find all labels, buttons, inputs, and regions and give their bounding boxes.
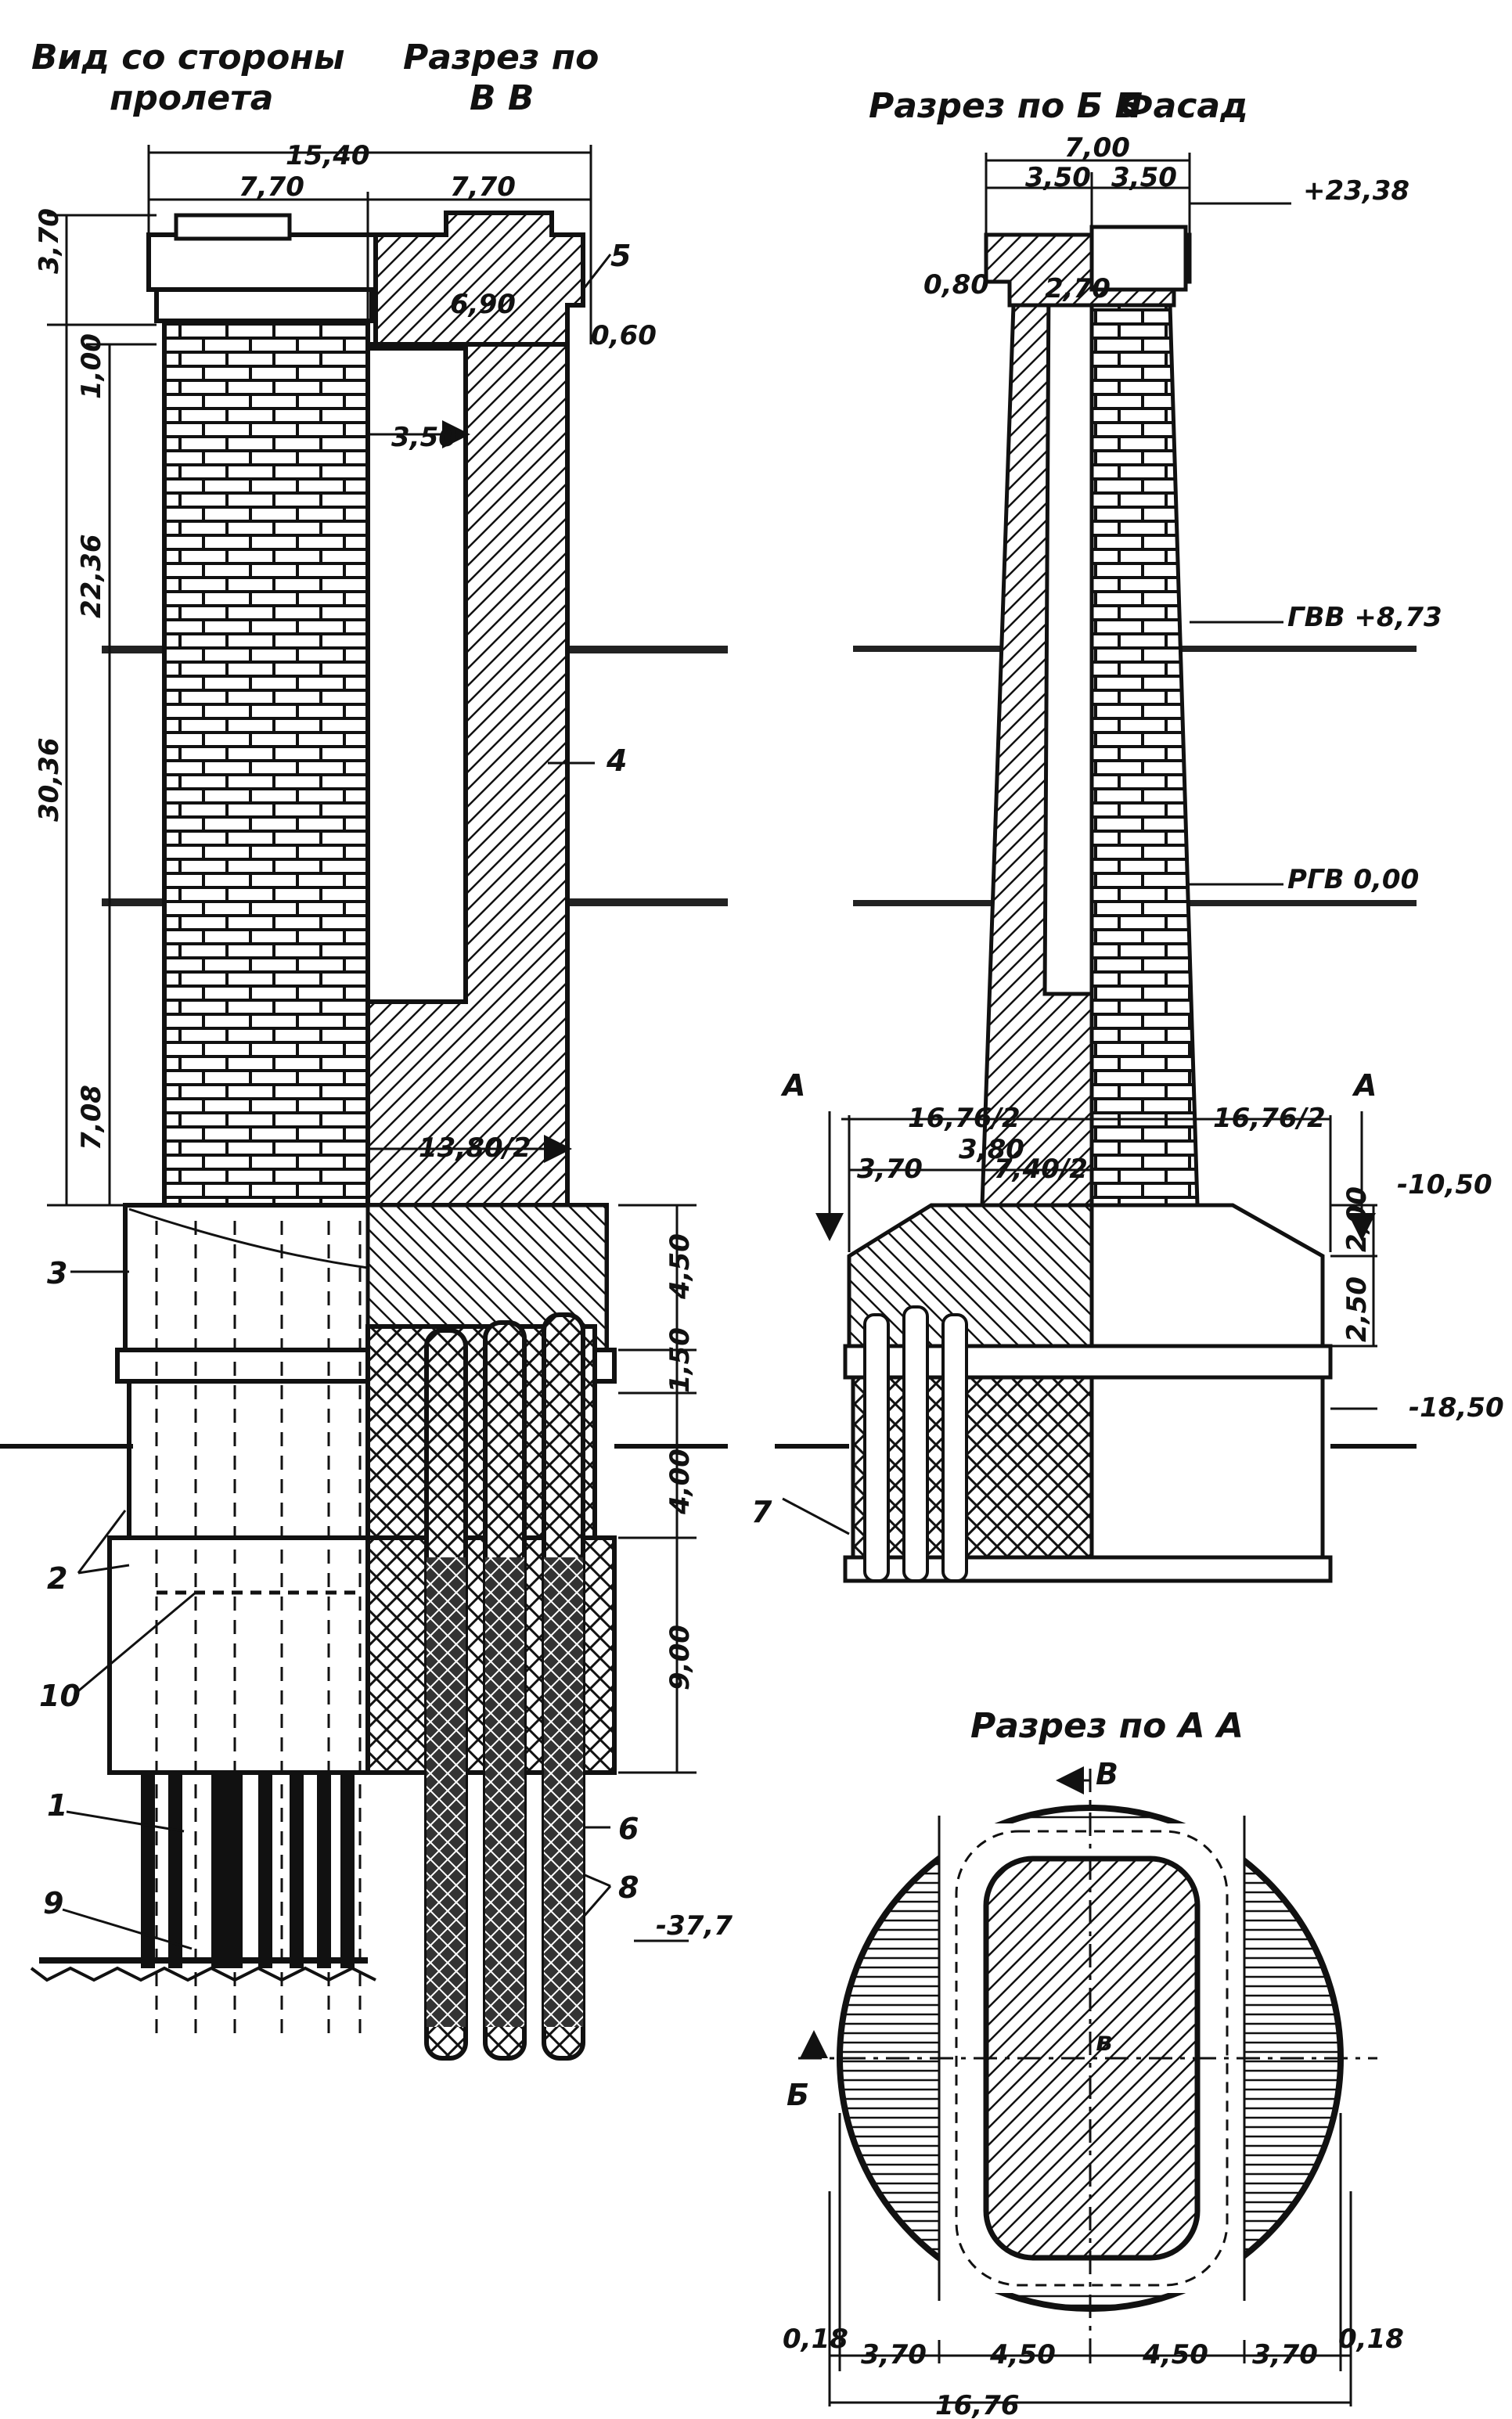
- callout-5: 5: [610, 239, 631, 273]
- elev-lwl: РГВ 0,00: [1287, 864, 1419, 895]
- plan-mark-small: в: [1096, 2026, 1113, 2057]
- title-section-vv: Разрез по: [403, 38, 599, 77]
- facade-w380: 3,80: [959, 1134, 1024, 1165]
- facade-caisson-top-elev: [1089, 1203, 1325, 1348]
- pier-cap-left-lower: [154, 287, 374, 323]
- pier-cap-left: [146, 232, 382, 292]
- callout-8: 8: [618, 1870, 639, 1905]
- facade-piles: [863, 1305, 968, 1582]
- dim-cap-overhang: 0,60: [591, 320, 657, 351]
- left-dim-lines: [47, 145, 697, 1942]
- section-mark-a-right: А: [1352, 1068, 1377, 1103]
- left-elevation-section: 15,40 7,70 7,70 6,90 0,60 3,50 13,80/2 3…: [0, 140, 733, 2061]
- callout-7: 7: [751, 1495, 772, 1529]
- title-side-view-2: пролета: [110, 78, 273, 118]
- facade-h250: 2,50: [1341, 1276, 1373, 1342]
- plan-dim-370-left: 3,70: [861, 2339, 927, 2370]
- left-leaders: [62, 254, 612, 1950]
- elev-1050: -10,50: [1397, 1169, 1492, 1201]
- plan-mark-b: В: [1096, 1757, 1118, 1791]
- facade-w370: 3,70: [857, 1154, 923, 1185]
- dim-caisson-900: 9,00: [664, 1625, 696, 1690]
- dim-cap-height: 3,70: [34, 208, 65, 274]
- dim-opening-width: 3,50: [391, 422, 457, 453]
- plan-mark-b2: Б: [787, 2078, 809, 2112]
- bearing-block: [174, 213, 292, 241]
- dim-top-total: 15,40: [286, 140, 370, 171]
- facade-hollow: [1042, 279, 1094, 996]
- section-mark-a-left: А: [780, 1068, 805, 1103]
- dim-caisson-450: 4,50: [664, 1233, 696, 1300]
- elev-1850: -18,50: [1409, 1392, 1504, 1424]
- dim-top-left: 7,70: [239, 171, 304, 203]
- facade-w740: 7,40/2: [994, 1154, 1088, 1185]
- dim-caisson-400: 4,00: [664, 1449, 696, 1515]
- title-section-aa: Разрез по А А: [970, 1706, 1244, 1746]
- dim-caisson-150: 1,50: [664, 1327, 696, 1393]
- facade-dim-right: 3,50: [1111, 162, 1177, 193]
- title-section-bb: Разрез по Б Б: [869, 86, 1141, 126]
- dim-cap-width: 6,90: [450, 289, 516, 320]
- callout-2: 2: [47, 1561, 67, 1596]
- plan-dim-370-right: 3,70: [1252, 2339, 1318, 2370]
- elev-bottom: -37,7: [656, 1910, 733, 1942]
- plan-dashed-outline: [955, 1830, 1229, 2287]
- plan-dim-018-right: 0,18: [1338, 2324, 1404, 2355]
- plan-section-aa: 0,18 3,70 4,50 4,50 3,70 0,18 16,76 В Б …: [783, 1757, 1404, 2419]
- plan-dim-450-right: 4,50: [1142, 2339, 1208, 2370]
- dim-708: 7,08: [76, 1085, 107, 1150]
- facade-h200: 2,00: [1341, 1186, 1373, 1252]
- pier-cap-section: [373, 211, 585, 347]
- dim-3036: 30,36: [34, 737, 65, 822]
- facade-cap-block: [1089, 225, 1188, 292]
- facade-dim-cap-h: 0,80: [923, 269, 989, 301]
- callout-1: 1: [47, 1788, 67, 1823]
- dim-top-right: 7,70: [450, 171, 516, 203]
- callout-9: 9: [43, 1886, 63, 1920]
- facade-dim-cap-inner: 2,70: [1045, 273, 1111, 304]
- plan-dim-450-left: 4,50: [989, 2339, 1056, 2370]
- facade-dim-left: 3,50: [1025, 162, 1091, 193]
- pier-hollow: [365, 346, 468, 1004]
- facade-masonry-right: [1089, 303, 1200, 1208]
- shell-piles-right: [424, 1312, 585, 2061]
- dim-2236: 22,36: [76, 534, 107, 618]
- caisson-curve: [128, 1208, 369, 1269]
- right-elevation: 7,00 3,50 3,50 +23,38 0,80 2,70 ГВВ +8,7…: [751, 132, 1504, 1583]
- dim-base-half: 13,80/2: [419, 1132, 531, 1164]
- facade-half-right: 16,76/2: [1213, 1103, 1326, 1134]
- caisson-shell-upper: [127, 1379, 370, 1540]
- facade-dim-total: 7,00: [1064, 132, 1130, 164]
- interior-dashes: [155, 1221, 362, 2035]
- facade-caisson-elev: [1089, 1375, 1325, 1583]
- plan-dim-total: 16,76: [935, 2390, 1020, 2419]
- callout-6: 6: [618, 1812, 639, 1846]
- piles-left: [141, 1773, 355, 1968]
- elev-top: +23,38: [1303, 175, 1409, 207]
- facade-half-left: 16,76/2: [908, 1103, 1021, 1134]
- callout-3: 3: [47, 1256, 67, 1290]
- right-dim-lines: [782, 153, 1377, 1535]
- plan-dim-018-left: 0,18: [783, 2324, 848, 2355]
- plan-axes: [798, 1766, 1377, 2340]
- title-side-view: Вид со стороны: [31, 38, 345, 77]
- dim-100: 1,00: [76, 333, 107, 399]
- title-section-vv-2: В В: [470, 78, 534, 118]
- callout-10: 10: [39, 1679, 81, 1713]
- elev-hwl: ГВВ +8,73: [1287, 602, 1442, 633]
- bedrock-hatch: [30, 1966, 376, 1982]
- plan-dim-lines: [828, 2113, 1352, 2406]
- facade-caisson-fill: [851, 1375, 1094, 1583]
- titles: Вид со стороны пролета Разрез по В В Раз…: [31, 38, 1248, 1746]
- title-facade: Фасад: [1119, 86, 1248, 126]
- callout-4: 4: [606, 743, 627, 778]
- pier-masonry-left: [162, 319, 370, 1208]
